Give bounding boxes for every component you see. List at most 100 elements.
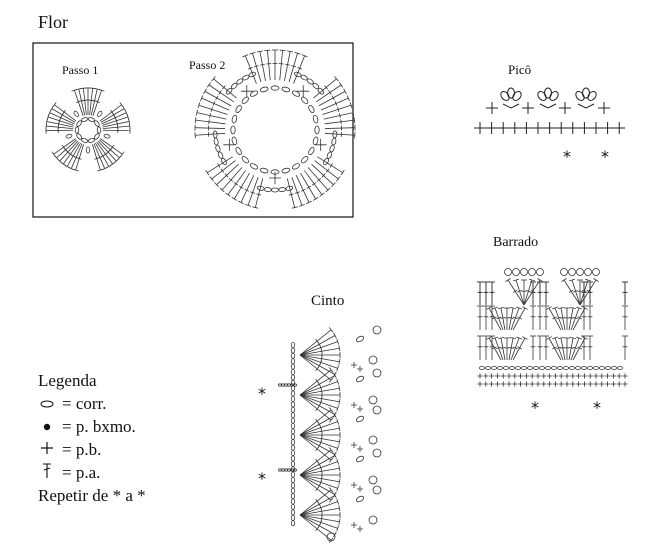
dc-stitch xyxy=(299,514,332,541)
chain-stitch xyxy=(587,366,594,370)
dc-stitch xyxy=(299,375,336,396)
dc-stitch-bar xyxy=(492,316,497,320)
chain-stitch xyxy=(355,335,365,343)
sc-stitch xyxy=(485,122,498,134)
sc-stitch xyxy=(494,373,500,379)
chain-stitch xyxy=(291,90,301,97)
picot-circle xyxy=(368,475,378,485)
chain-stitch xyxy=(290,471,296,478)
dc-stitch xyxy=(572,337,586,361)
dc-stitch-bar xyxy=(338,113,341,118)
dc-stitch xyxy=(299,507,340,516)
sc-stitch xyxy=(269,172,281,184)
dc-stitch-top xyxy=(522,306,528,310)
sc-stitch xyxy=(590,122,602,134)
dc-stitch xyxy=(488,337,502,361)
sc-stitch xyxy=(564,381,570,387)
dc-stitch xyxy=(46,121,74,128)
dc-stitch-top xyxy=(98,88,105,92)
dc-stitch-bar xyxy=(334,101,338,106)
dc-stitch xyxy=(299,409,332,436)
dc-stitch-top xyxy=(325,187,331,193)
sc-stitch xyxy=(593,373,599,379)
sc-stitch xyxy=(351,402,357,408)
dc-stitch xyxy=(62,141,80,165)
dc-stitch xyxy=(494,337,504,361)
chain-stitch xyxy=(290,352,296,359)
dc-stitch-top xyxy=(338,345,341,352)
dc-stitch xyxy=(568,337,574,361)
chain-stitch xyxy=(290,412,296,419)
dc-stitch-top xyxy=(513,278,519,282)
dc-stitch xyxy=(299,394,338,409)
dc-stitch-top xyxy=(194,117,197,124)
dc-stitch xyxy=(299,514,340,523)
dc-stitch-top xyxy=(516,336,522,340)
sc-stitch xyxy=(535,373,541,379)
chain-stitch xyxy=(290,444,296,451)
chain-stitch xyxy=(281,383,285,387)
picot-circle xyxy=(368,355,378,365)
chain-stitch xyxy=(515,366,522,370)
dc-stitch-bar xyxy=(530,289,536,293)
dc-stitch-bar xyxy=(525,290,531,293)
sc-stitch xyxy=(547,381,553,387)
dc-stitch-bar xyxy=(212,101,216,106)
picot-circle xyxy=(576,268,584,276)
dc-stitch-bar xyxy=(315,366,319,371)
chain-stitch xyxy=(290,406,296,413)
chain-stitch xyxy=(575,366,582,370)
chain-stitch xyxy=(290,498,296,505)
chain-stitch xyxy=(329,144,335,153)
chain-stitch xyxy=(97,110,103,117)
flor-title: Flor xyxy=(38,12,69,32)
dc-stitch xyxy=(554,337,564,361)
picot-circle xyxy=(372,485,382,495)
sc-stitch xyxy=(512,381,518,387)
sc-stitch xyxy=(576,373,582,379)
dc-stitch-bar xyxy=(288,193,294,196)
sc-stitch xyxy=(601,122,614,134)
chain-stitch xyxy=(599,366,606,370)
sc-stitch xyxy=(351,362,357,368)
picot-circle xyxy=(536,268,544,276)
dc-stitch xyxy=(92,90,102,116)
dc-stitch-bar xyxy=(512,289,518,293)
dc-stitch-bar xyxy=(573,316,578,320)
barrado-title: Barrado xyxy=(493,235,539,250)
chain-stitch xyxy=(290,358,296,365)
dc-stitch xyxy=(500,307,506,331)
plus-icon xyxy=(38,438,56,461)
dc-stitch-top xyxy=(333,492,337,499)
dc-stitch-top xyxy=(298,203,305,207)
chain-stitch xyxy=(230,125,236,135)
chain-stitch xyxy=(290,455,296,462)
sc-stitch xyxy=(622,373,628,379)
sc-stitch xyxy=(581,373,587,379)
dc-stitch-top xyxy=(328,407,334,413)
chain-stitch xyxy=(502,366,509,370)
dc-stitch-bar xyxy=(94,157,100,160)
dc-stitch-bar xyxy=(513,346,518,350)
chain-stitch xyxy=(611,366,618,370)
dc-stitch xyxy=(299,434,338,449)
dc-stitch xyxy=(259,51,266,81)
legend-item-chain: = corr. xyxy=(38,392,146,415)
dc-stitch-top xyxy=(509,337,517,339)
dc-stitch-bar xyxy=(508,347,514,349)
chain-stitch xyxy=(81,138,89,143)
dc-stitch xyxy=(293,55,306,84)
step1-label: Passo 1 xyxy=(62,63,99,77)
dc-stitch xyxy=(314,160,339,180)
dc-stitch-bar xyxy=(552,346,557,350)
dc-stitch-bar xyxy=(315,526,319,531)
legend-item-sc: = p.b. xyxy=(38,438,146,461)
chain-oval-icon xyxy=(38,392,56,415)
chain-stitch xyxy=(496,366,503,370)
dc-stitch-bar xyxy=(513,316,518,320)
dc-stitch-bar xyxy=(573,290,579,293)
dc-stitch-top xyxy=(252,206,259,209)
chain-stitch xyxy=(212,130,218,139)
repeat-asterisk: * xyxy=(601,147,609,166)
picot-circle xyxy=(372,368,382,378)
